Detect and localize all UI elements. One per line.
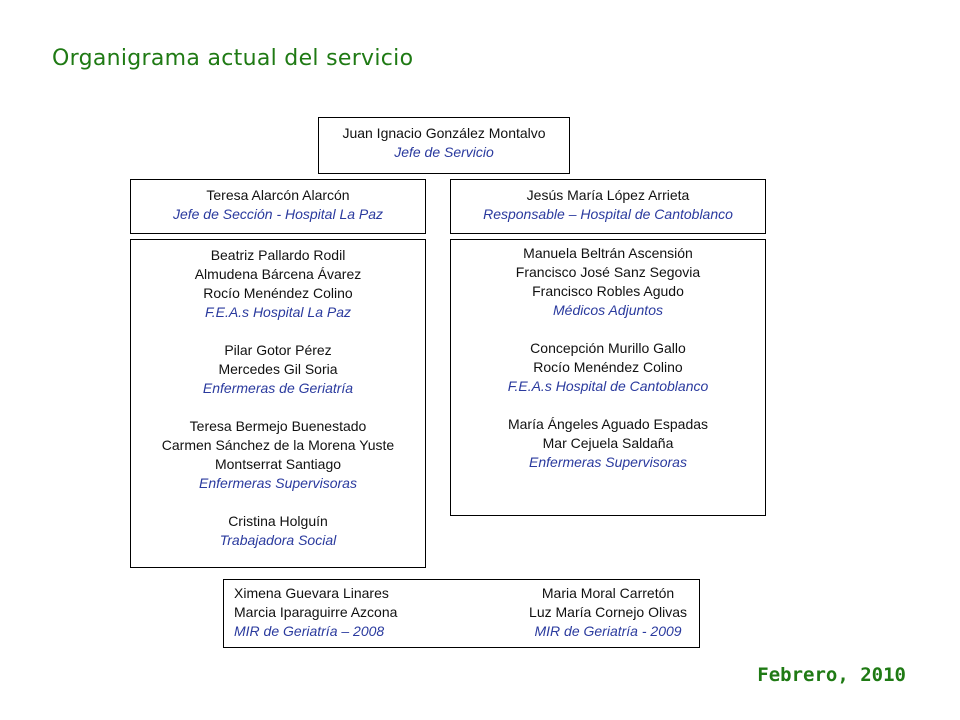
role-label: F.E.A.s Hospital de Cantoblanco	[507, 378, 709, 394]
spacer	[131, 493, 425, 512]
person-name: Cristina Holguín	[228, 513, 328, 529]
role-label: MIR de Geriatría - 2009	[534, 623, 682, 639]
person-name: María Ángeles Aguado Espadas	[507, 416, 709, 432]
person-name: Maria Moral Carretón	[541, 585, 675, 601]
person-name: Francisco Robles Agudo	[532, 283, 684, 299]
person-name: Mar Cejuela Saldaña	[542, 435, 674, 451]
spacer	[451, 320, 765, 339]
role-label: Jefe de Sección - Hospital La Paz	[172, 206, 384, 222]
person-name: Ximena Guevara Linares	[234, 585, 389, 601]
person-name: Montserrat Santiago	[214, 456, 342, 472]
person-name: Concepción Murillo Gallo	[530, 340, 686, 356]
person-name: Juan Ignacio González Montalvo	[342, 125, 546, 141]
role-label: Médicos Adjuntos	[553, 302, 663, 318]
person-name: Teresa Alarcón Alarcón	[206, 187, 350, 203]
spacer	[451, 396, 765, 415]
mir-residents-box: Ximena Guevara Linares Marcia Iparaguirr…	[223, 579, 700, 648]
role-label: Enfermeras Supervisoras	[199, 475, 357, 491]
person-name: Rocío Menéndez Colino	[533, 359, 683, 375]
person-name: Rocío Menéndez Colino	[203, 285, 353, 301]
head-of-service-box: Juan Ignacio González Montalvo Jefe de S…	[318, 117, 570, 174]
role-label: Enfermeras Supervisoras	[529, 454, 687, 470]
role-label: MIR de Geriatría – 2008	[234, 623, 385, 639]
person-name: Manuela Beltrán Ascensión	[523, 245, 693, 261]
date-label: Febrero, 2010	[757, 664, 906, 686]
person-name: Teresa Bermejo Buenestado	[189, 418, 367, 434]
role-label: Responsable – Hospital de Cantoblanco	[483, 206, 733, 222]
responsible-cantoblanco-box: Jesús María López Arrieta Responsable – …	[450, 179, 766, 234]
role-label: Enfermeras de Geriatría	[202, 380, 354, 396]
spacer	[131, 322, 425, 341]
role-label: Trabajadora Social	[219, 532, 337, 548]
staff-cantoblanco-box: Manuela Beltrán Ascensión Francisco José…	[450, 239, 766, 516]
person-name: Mercedes Gil Soria	[218, 361, 338, 377]
role-label: F.E.A.s Hospital La Paz	[204, 304, 352, 320]
person-name: Jesús María López Arrieta	[526, 187, 690, 203]
section-chief-la-paz-box: Teresa Alarcón Alarcón Jefe de Sección -…	[130, 179, 426, 234]
person-name: Marcia Iparaguirre Azcona	[234, 604, 398, 620]
staff-la-paz-box: Beatriz Pallardo Rodil Almudena Bárcena …	[130, 239, 426, 568]
person-name: Pilar Gotor Pérez	[224, 342, 332, 358]
person-name: Francisco José Sanz Segovia	[515, 264, 701, 280]
role-label: Jefe de Servicio	[394, 144, 494, 160]
person-name: Carmen Sánchez de la Morena Yuste	[161, 437, 395, 453]
mir-2009-column: Maria Moral Carretón Luz María Cornejo O…	[529, 584, 687, 641]
spacer	[131, 398, 425, 417]
mir-2008-column: Ximena Guevara Linares Marcia Iparaguirr…	[234, 584, 397, 641]
page-title: Organigrama actual del servicio	[52, 46, 414, 71]
person-name: Luz María Cornejo Olivas	[529, 604, 687, 620]
person-name: Beatriz Pallardo Rodil	[210, 247, 346, 263]
person-name: Almudena Bárcena Ávarez	[194, 266, 362, 282]
